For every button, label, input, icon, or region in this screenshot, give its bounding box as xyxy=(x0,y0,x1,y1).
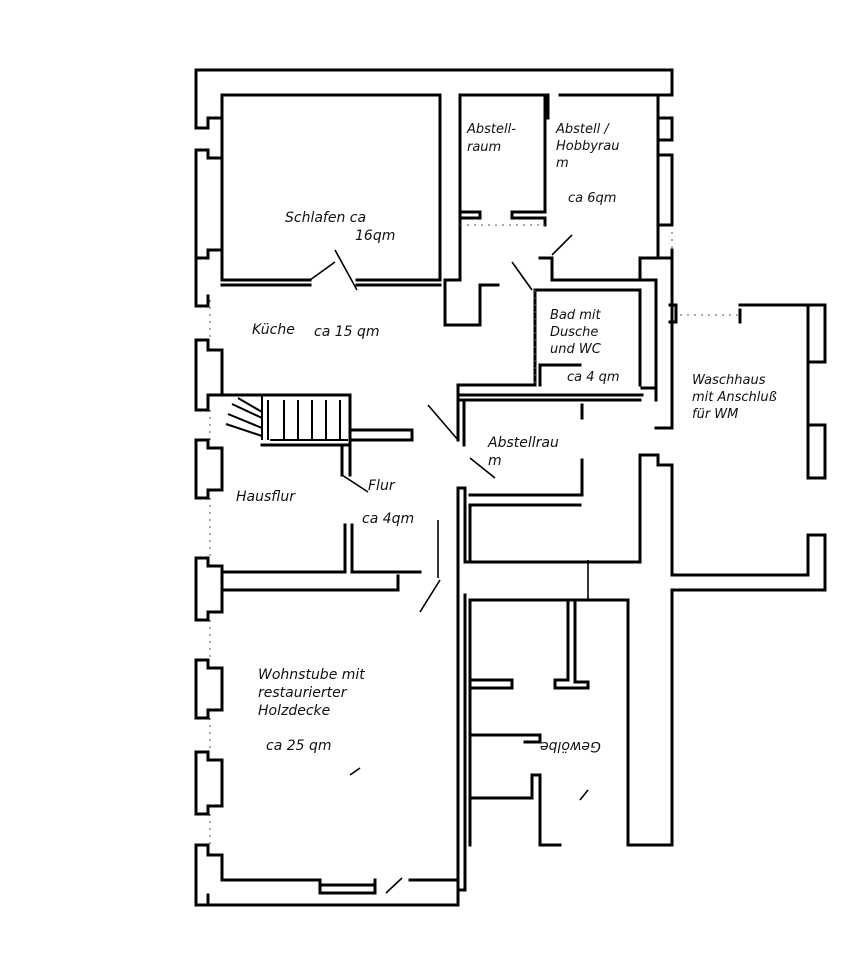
wohnstube-line3: Holzdecke xyxy=(258,703,331,719)
wohnstube-area: ca 25 qm xyxy=(266,738,332,754)
staircase xyxy=(220,393,414,477)
abstellraum-top-line1: Abstell- xyxy=(467,122,516,137)
wohnstube-walls xyxy=(220,878,460,895)
flur-walls xyxy=(220,443,472,894)
hobby-line2: Hobbyrau xyxy=(556,139,620,154)
abstellraum-mid-walls xyxy=(458,398,642,507)
hausflur-label: Hausflur xyxy=(236,489,295,505)
abstellraum-mid-line2: m xyxy=(488,453,502,469)
dotted-lines xyxy=(209,224,740,845)
bad-line2: Dusche xyxy=(550,325,599,340)
waschhaus-line2: mit Anschluß xyxy=(692,390,777,405)
schlafen-label-line1: Schlafen ca xyxy=(285,210,367,226)
hobby-area: ca 6qm xyxy=(568,191,617,206)
flur-label: Flur xyxy=(368,478,395,494)
door-swings xyxy=(309,234,589,894)
bad-walls xyxy=(456,256,678,442)
bad-area: ca 4 qm xyxy=(567,370,620,385)
storage-walls xyxy=(443,93,660,327)
bad-line1: Bad mit xyxy=(550,308,601,323)
right-wing-walls xyxy=(468,303,827,847)
hobby-line1: Abstell / xyxy=(556,122,609,137)
waschhaus-line3: für WM xyxy=(692,407,739,422)
wohnstube-line2: restaurierter xyxy=(258,685,347,701)
bad-line3: und WC xyxy=(550,342,601,357)
schlafen-area: 16qm xyxy=(355,228,396,244)
gewoelbe-label: Gewölbe xyxy=(540,738,601,754)
wohnstube-line1: Wohnstube mit xyxy=(258,667,365,683)
waschhaus-line1: Waschhaus xyxy=(692,373,766,388)
hobby-line3: m xyxy=(556,156,569,171)
kueche-area: ca 15 qm xyxy=(314,324,380,340)
flur-area: ca 4qm xyxy=(362,511,415,527)
abstellraum-mid-line1: Abstellrau xyxy=(488,435,559,451)
kueche-label: Küche xyxy=(252,322,295,338)
abstellraum-top-line2: raum xyxy=(467,140,502,155)
schlafen-walls xyxy=(220,93,442,287)
schlafen-label: Schlafen ca xyxy=(285,210,366,227)
